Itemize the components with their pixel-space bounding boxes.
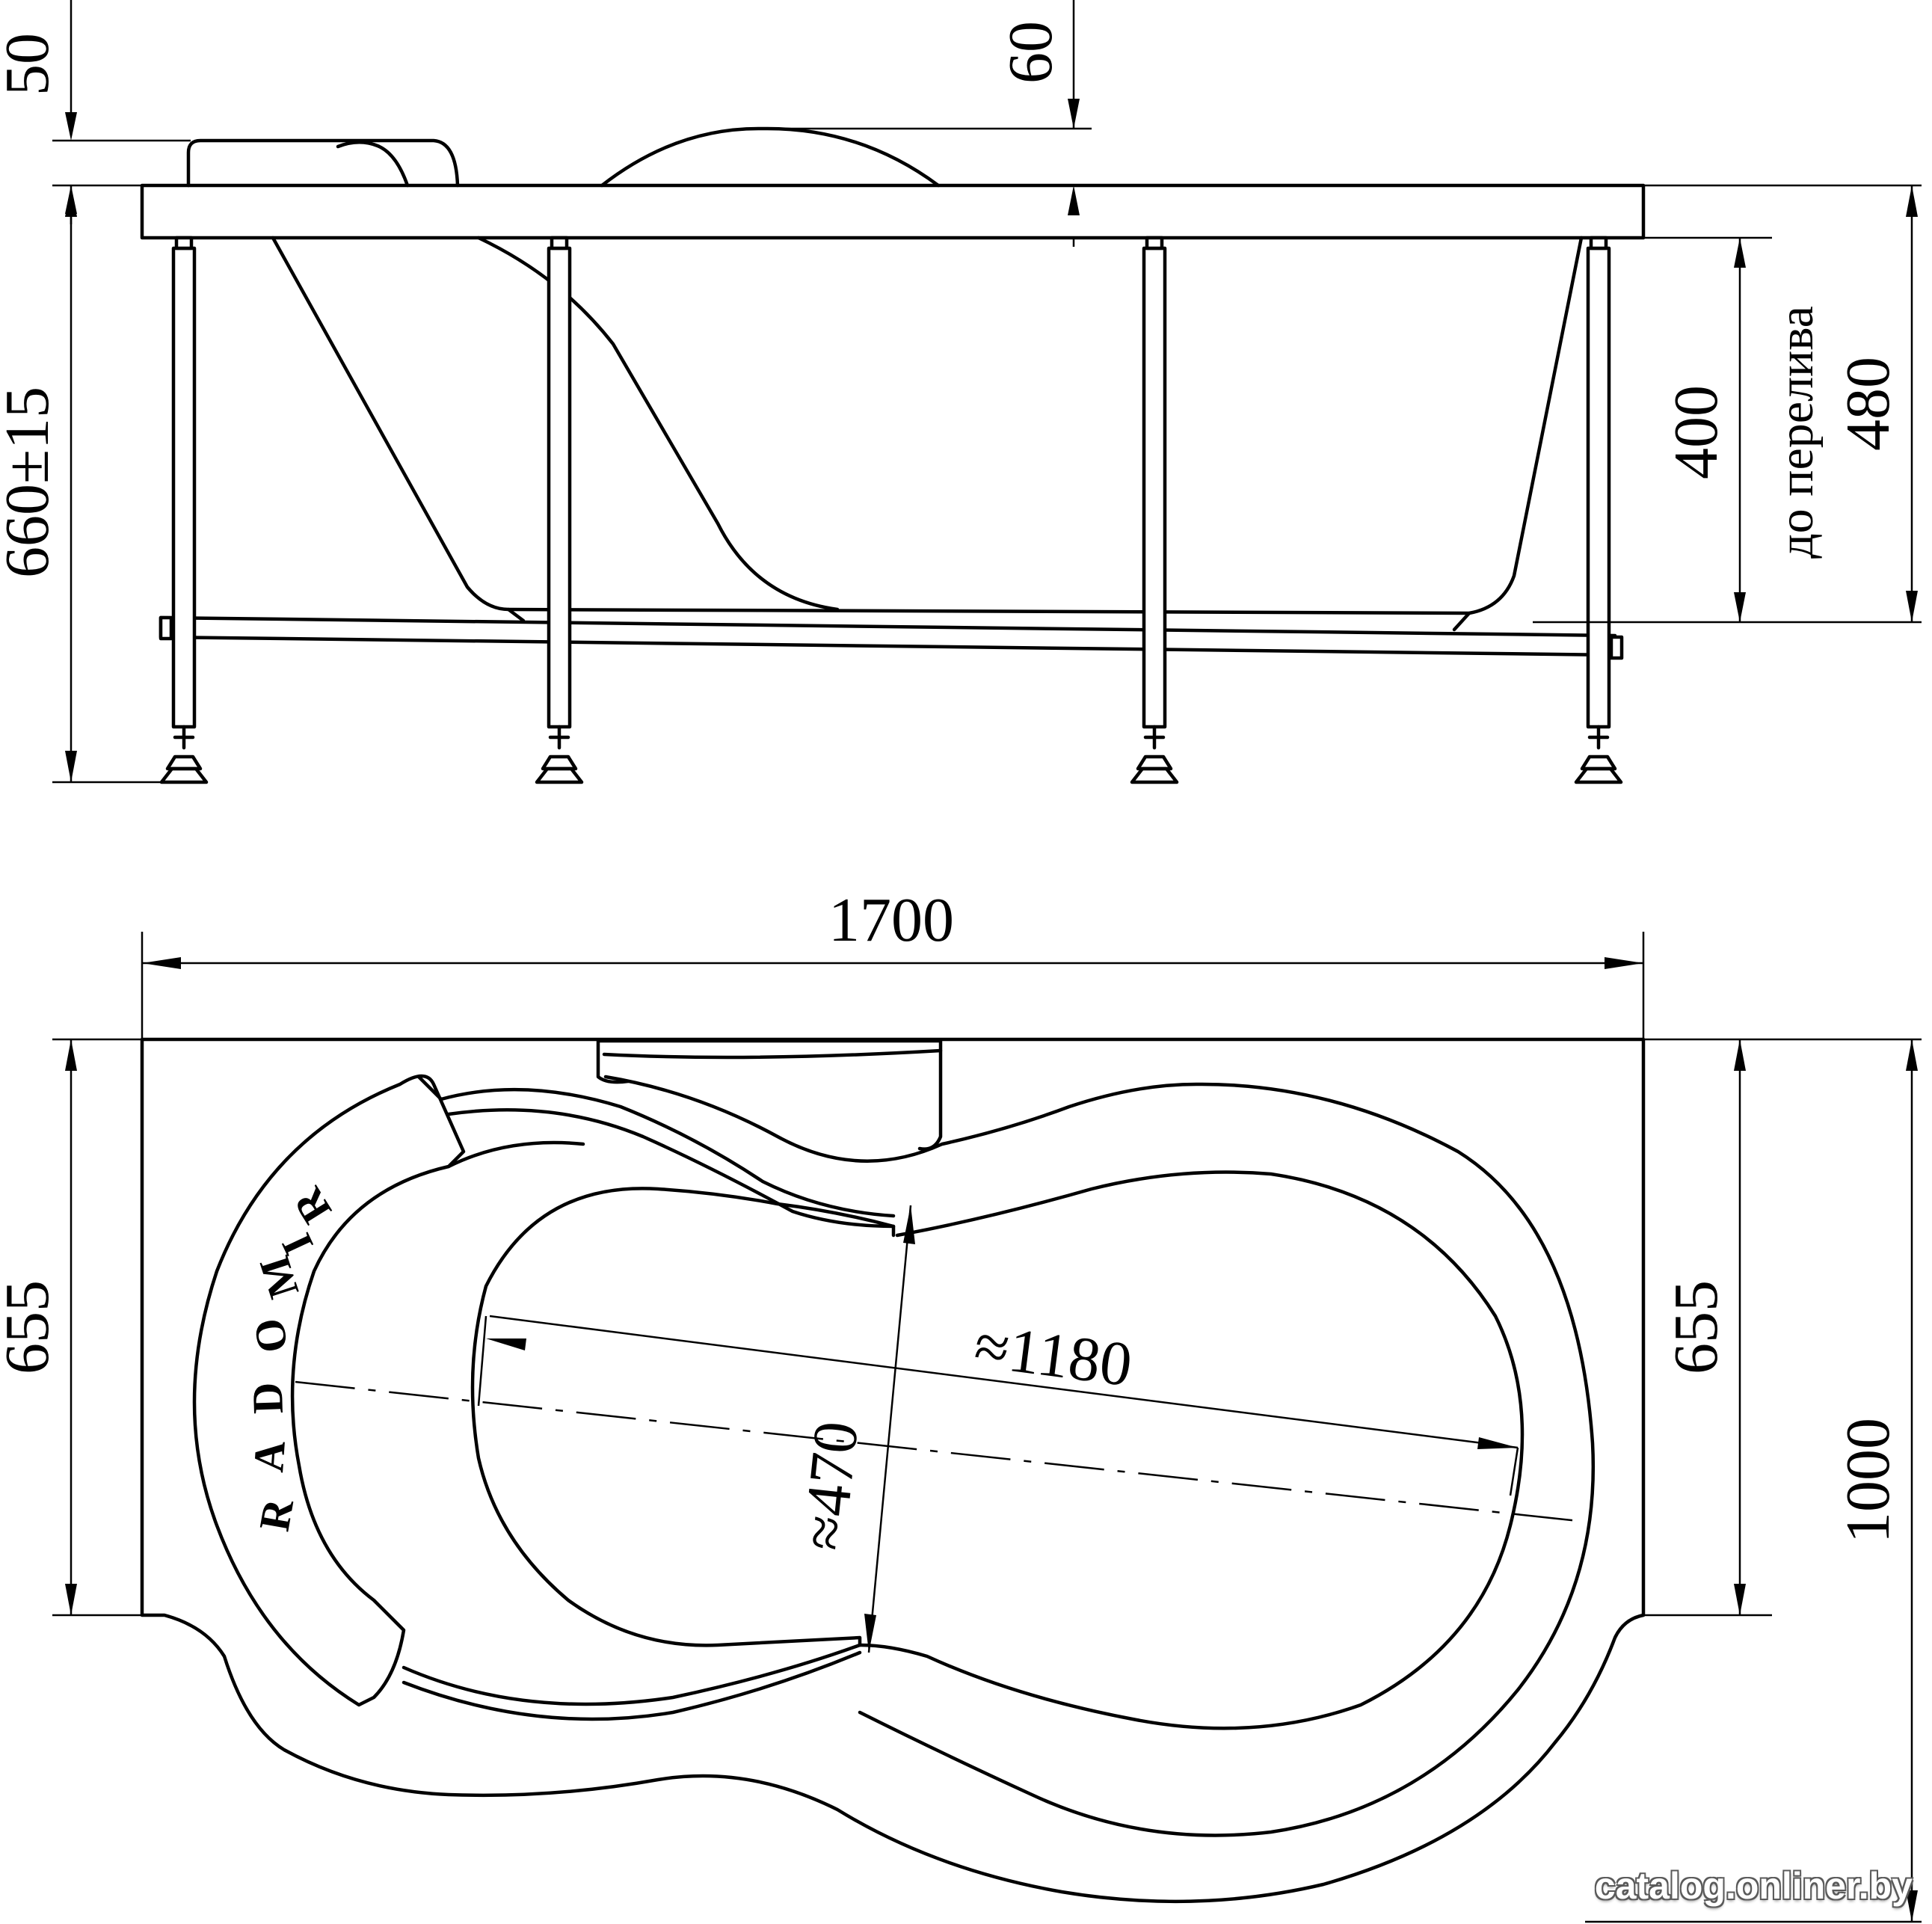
tub-rim <box>140 183 1646 240</box>
arrow <box>65 751 77 782</box>
arrow <box>1734 592 1746 622</box>
top-view: 1700 ≈1180 ≈470 R A D O M <box>0 885 1922 1923</box>
dim-rim-height: 480 <box>1833 357 1903 451</box>
dim-depth: 400 <box>1661 385 1731 479</box>
arrow <box>903 1205 915 1244</box>
frame-rail <box>159 615 1617 657</box>
headrest-shadow <box>402 1087 896 1721</box>
arrow <box>142 957 181 969</box>
svg-text:A: A <box>244 1439 295 1473</box>
side-view: 50 660±15 60 400 до перелива 480 <box>0 0 1922 784</box>
basin-inner-right <box>858 1170 1525 1730</box>
dim-headrest-height: 50 <box>0 33 62 96</box>
tub-outer-outline <box>140 1037 1646 1904</box>
headrest-pad <box>192 1074 466 1707</box>
arrow <box>65 112 77 141</box>
arrow <box>1906 185 1918 217</box>
svg-text:R: R <box>250 1495 303 1535</box>
arrow <box>1906 1039 1918 1071</box>
centerline <box>295 1380 1586 1523</box>
tub-body-outline <box>271 236 1584 615</box>
arrow <box>1734 1039 1746 1071</box>
arrow <box>1734 1584 1746 1615</box>
tub-body-inner <box>476 236 1471 632</box>
svg-text:D: D <box>243 1382 292 1415</box>
dim-left-side: 655 <box>0 1280 62 1374</box>
watermark: catalog.onliner.by <box>1594 1865 1913 1907</box>
dim-inner-length: ≈1180 <box>970 1311 1136 1400</box>
leg-1 <box>159 236 209 784</box>
basin-inner <box>470 1187 896 1647</box>
extension-lines-side <box>52 127 1922 784</box>
svg-text:O: O <box>244 1315 298 1356</box>
leg-3 <box>1130 236 1179 784</box>
dim-right-side: 655 <box>1661 1280 1731 1374</box>
basin-outer <box>603 1075 1596 1837</box>
extension-lines-top <box>52 1038 1922 1923</box>
dim-panel-height: 60 <box>996 21 1065 84</box>
arrow <box>65 1039 77 1071</box>
arrow <box>864 1614 876 1653</box>
arrow <box>65 1584 77 1615</box>
dim-length: 1700 <box>828 885 954 955</box>
dim-width: 1000 <box>1833 1418 1903 1543</box>
arrow <box>1906 1890 1918 1922</box>
leg-2 <box>535 236 584 784</box>
arrow <box>486 1338 526 1350</box>
arrow <box>1068 99 1080 129</box>
arrow <box>1068 185 1080 215</box>
brand-logo: R A D O M I R <box>243 1179 341 1535</box>
side-headrest <box>186 138 460 188</box>
arrow <box>1477 1437 1518 1449</box>
dim-overall-height: 660±15 <box>0 387 62 578</box>
overflow-note: до перелива <box>1769 306 1824 559</box>
rail-cap-left <box>159 615 173 641</box>
svg-text:R: R <box>283 1179 341 1232</box>
arrow <box>65 185 77 217</box>
arrow <box>1906 591 1918 622</box>
arrow <box>1734 238 1746 268</box>
side-front-panel <box>600 126 941 188</box>
rail-cap-right <box>1609 635 1624 660</box>
dim-inner-width: ≈470 <box>789 1419 871 1554</box>
arrow <box>1605 957 1643 969</box>
leg-4 <box>1574 236 1623 784</box>
